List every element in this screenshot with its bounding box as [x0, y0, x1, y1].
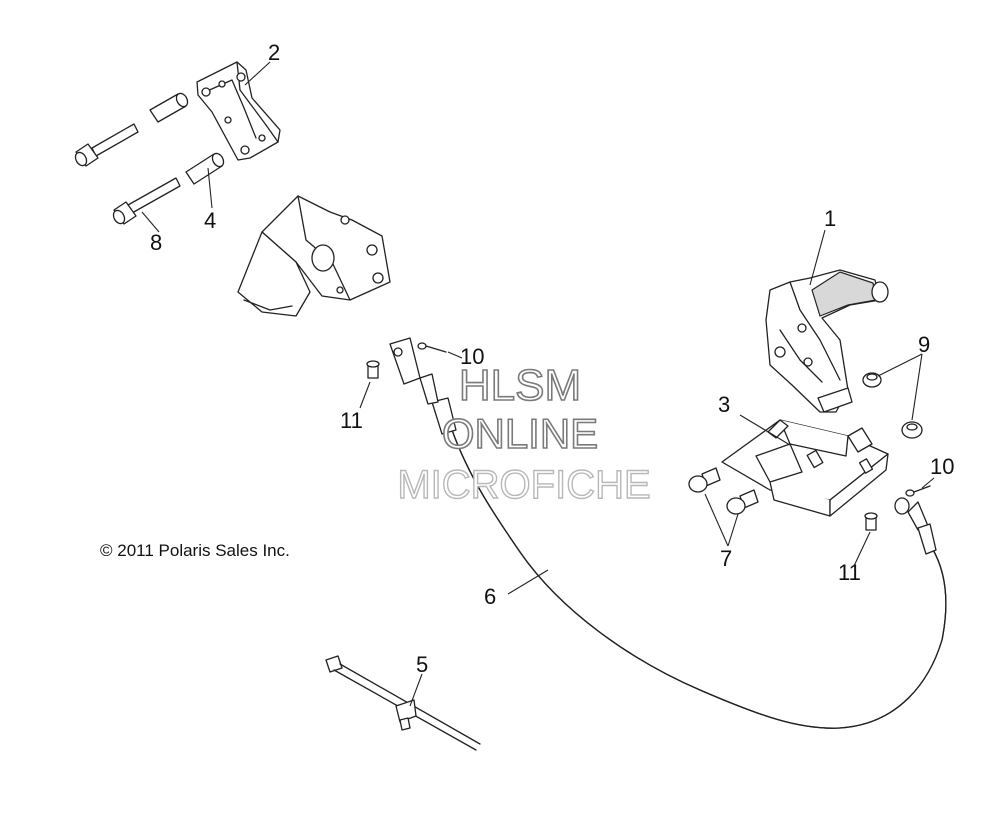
callout-6: 6 [484, 584, 496, 609]
callout-9: 9 [918, 332, 930, 357]
part-clevis-pin-lower [864, 512, 878, 531]
part-parking-brake-lever [765, 269, 889, 413]
part-flange-bolt-upper [74, 123, 139, 167]
callout-4: 4 [204, 208, 216, 233]
callout-10-upper: 10 [460, 344, 484, 369]
callout-2: 2 [268, 40, 280, 65]
part-long-flange-bolt [112, 177, 181, 225]
copyright-notice: © 2011 Polaris Sales Inc. [100, 541, 290, 560]
part-flange-bolt-left [688, 467, 721, 493]
leader-lines [141, 61, 935, 707]
part-lever-base-plate [721, 419, 889, 517]
callout-11-lower: 11 [838, 560, 861, 585]
part-mounting-bracket [196, 61, 281, 161]
watermark-line-1: HLSM [459, 361, 581, 410]
callout-1: 1 [824, 206, 836, 231]
callout-5: 5 [416, 652, 428, 677]
part-cable-tie [325, 655, 481, 751]
part-clevis-pin-upper [366, 360, 380, 379]
callout-labels: 1 2 3 4 5 6 7 8 9 10 10 11 11 [150, 40, 954, 677]
part-spacer-upper [149, 92, 189, 123]
callout-11-upper: 11 [340, 408, 363, 433]
watermark-line-2: ONLINE [442, 410, 598, 457]
part-cotter-pin-upper [417, 342, 447, 353]
part-flange-nut-upper [862, 372, 882, 388]
part-lower-bracket [237, 195, 391, 317]
part-flange-bolt-right [726, 489, 759, 515]
watermark-line-3: MICROFICHE [397, 463, 650, 507]
part-flange-nut-lower [901, 421, 923, 439]
callout-3: 3 [718, 392, 730, 417]
callout-7: 7 [720, 546, 732, 571]
callout-8: 8 [150, 230, 162, 255]
part-cotter-pin-lower [905, 485, 931, 497]
part-spacer-sleeve [185, 152, 225, 185]
watermark: HLSM ONLINE MICROFICHE [397, 360, 652, 508]
part-brake-cable [389, 337, 947, 729]
callout-10-lower: 10 [930, 454, 954, 479]
